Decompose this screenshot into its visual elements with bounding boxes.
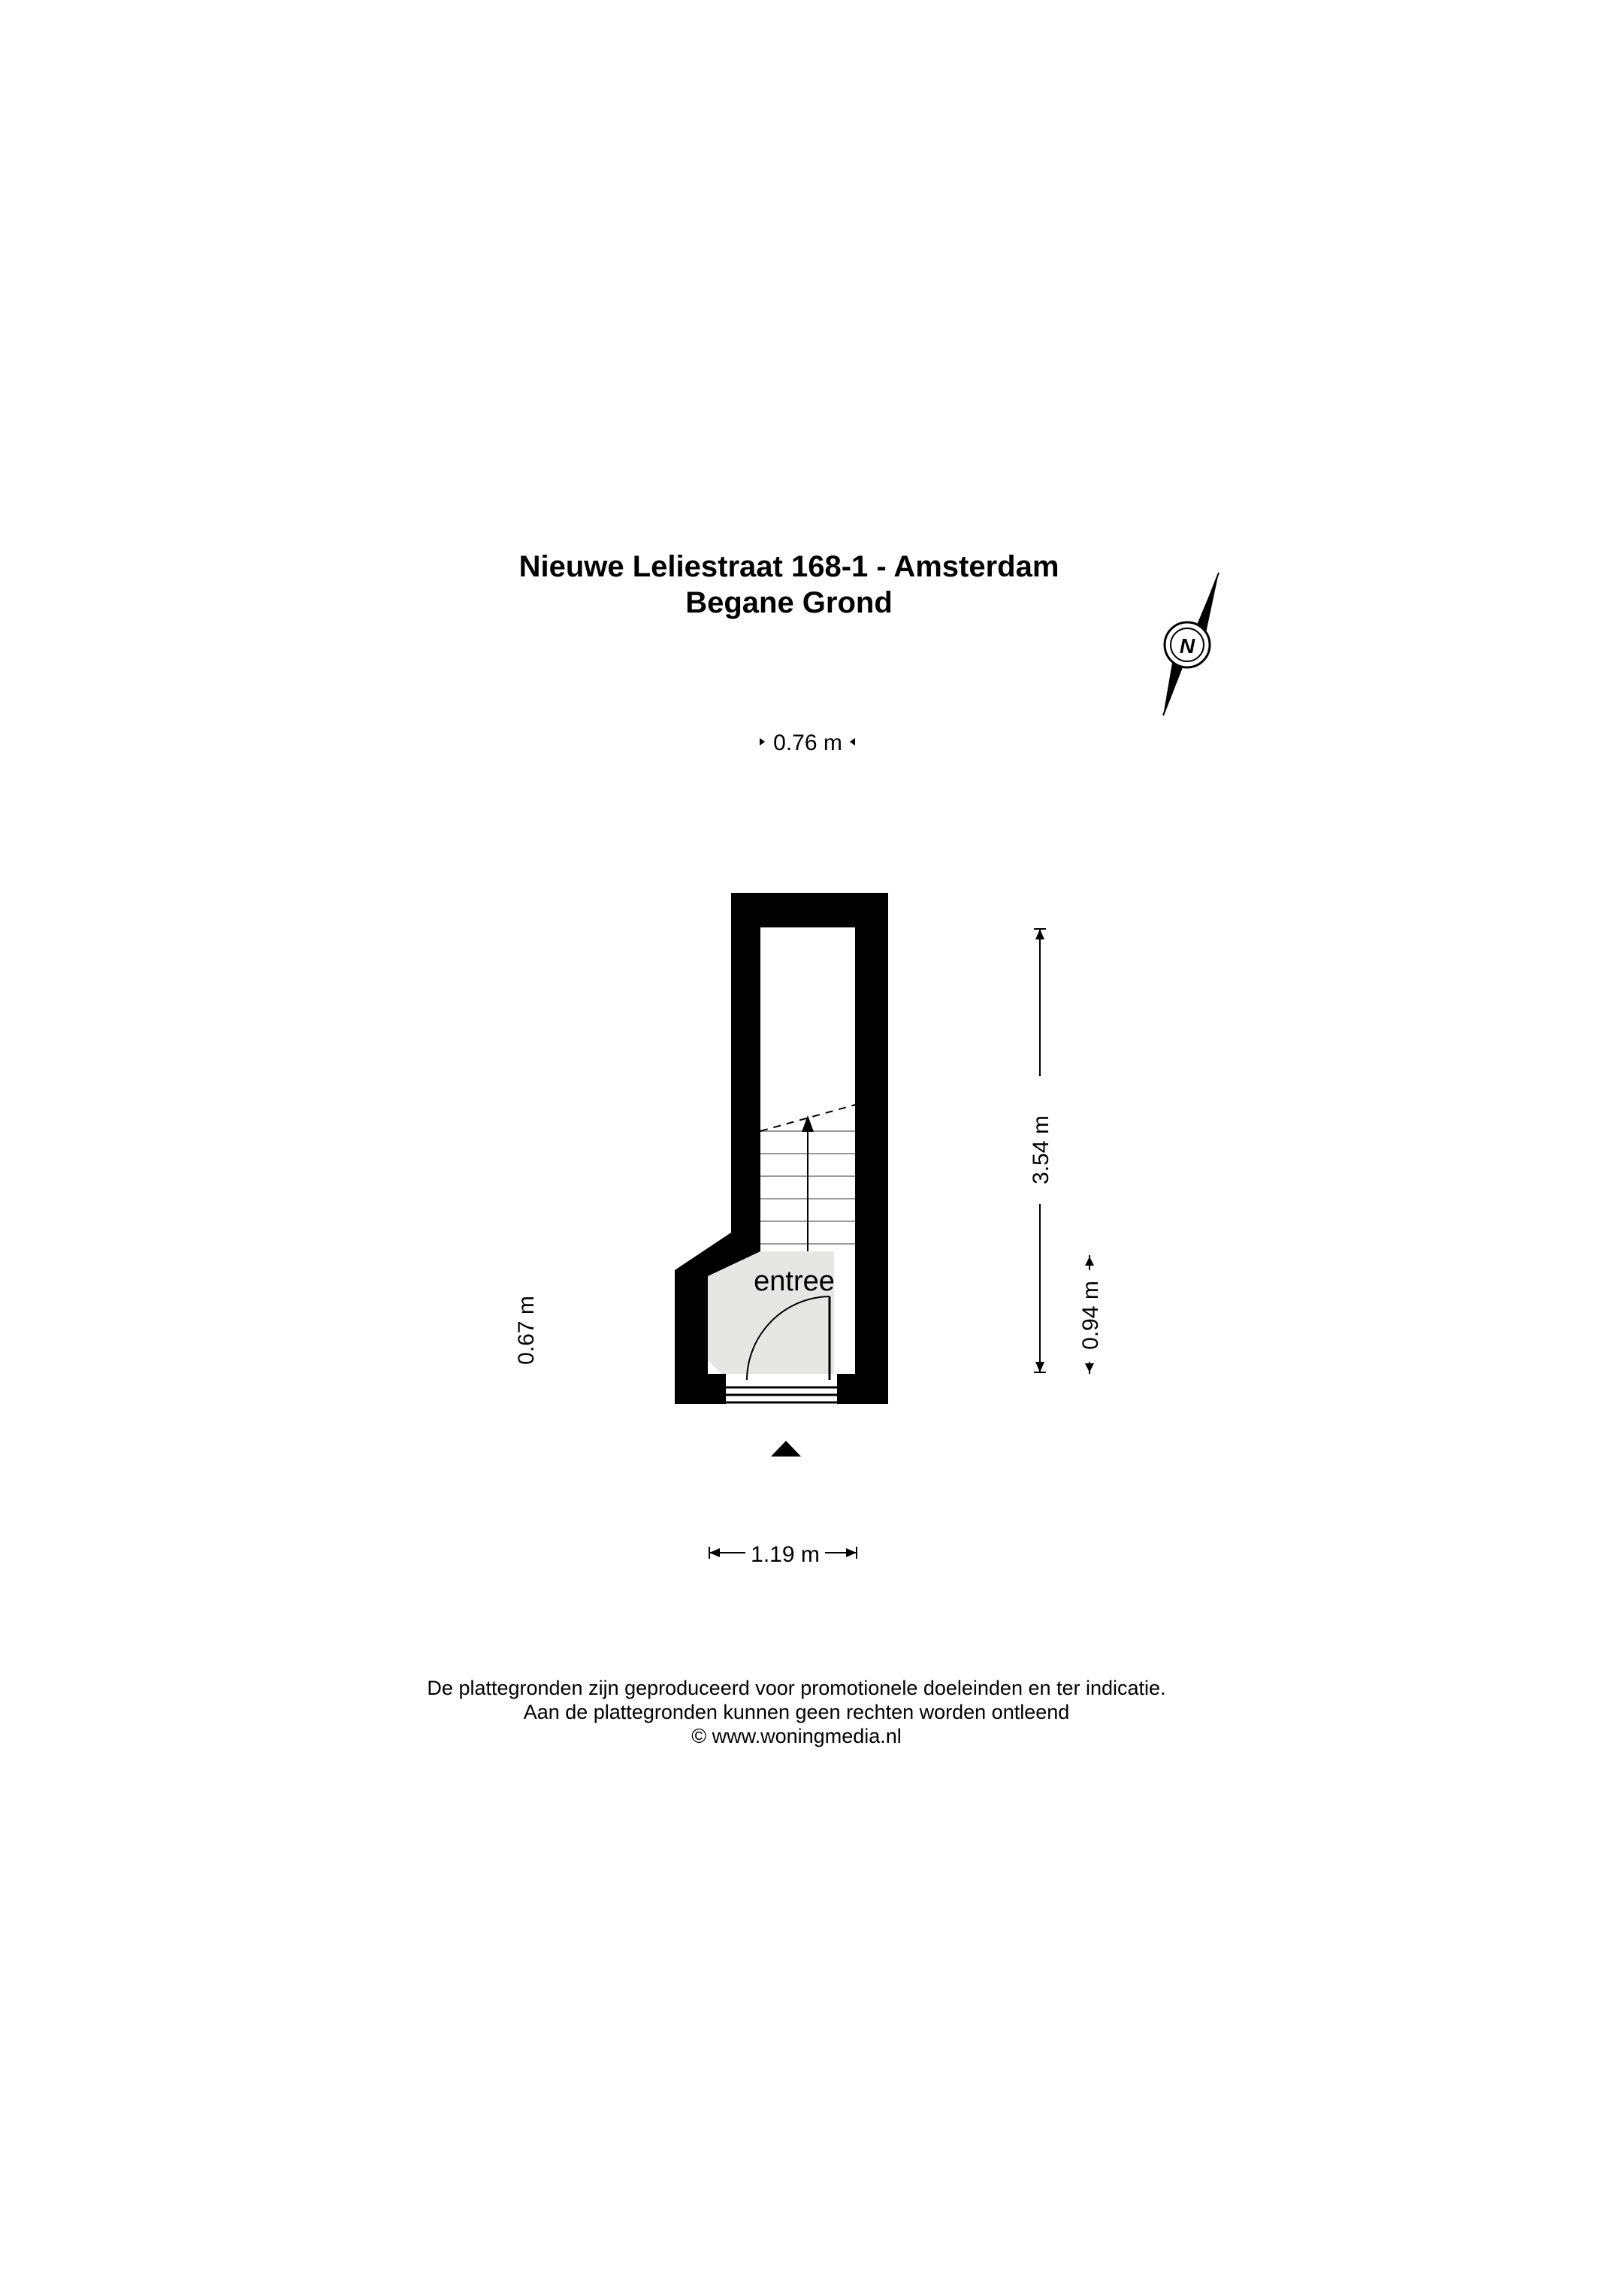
stairs-direction-arrow: [802, 1115, 814, 1251]
dimension-bottom-label: 1.19 m: [751, 1542, 820, 1567]
stairs-cut-line: [760, 1104, 856, 1132]
copyright-line: © www.woningmedia.nl: [691, 1725, 902, 1747]
room-label-entree: entree: [754, 1266, 835, 1297]
dimension-right: 3.54 m: [1028, 928, 1053, 1373]
door-threshold: [726, 1386, 837, 1404]
dimension-left-label: 0.67 m: [514, 1296, 539, 1365]
entree-floor: [708, 1251, 834, 1374]
compass-label: N: [1180, 634, 1195, 658]
disclaimer-line-1: De plattegronden zijn geproduceerd voor …: [427, 1677, 1166, 1699]
entrance-triangle-icon: [771, 1441, 801, 1457]
dimension-right-label: 3.54 m: [1029, 1115, 1053, 1184]
door-swing: [746, 1296, 831, 1381]
dimension-top-label: 0.76 m: [773, 731, 842, 755]
disclaimer: De plattegronden zijn geproduceerd voor …: [0, 1676, 1593, 1748]
title-block: Nieuwe Leliestraat 168-1 - Amsterdam Beg…: [0, 549, 1578, 621]
dimension-bottom: 1.19 m: [709, 1542, 857, 1567]
floor-title: Begane Grond: [685, 586, 893, 619]
north-arrow-icon: N: [1162, 572, 1220, 716]
dimension-top: 0.76 m: [760, 731, 855, 755]
address-title: Nieuwe Leliestraat 168-1 - Amsterdam: [518, 550, 1059, 583]
dimension-right-small: 0.94 m: [1077, 1255, 1103, 1374]
dimension-right-small-label: 0.94 m: [1078, 1281, 1103, 1350]
walls: [675, 893, 888, 1404]
disclaimer-line-2: Aan de plattegronden kunnen geen rechten…: [523, 1701, 1070, 1723]
